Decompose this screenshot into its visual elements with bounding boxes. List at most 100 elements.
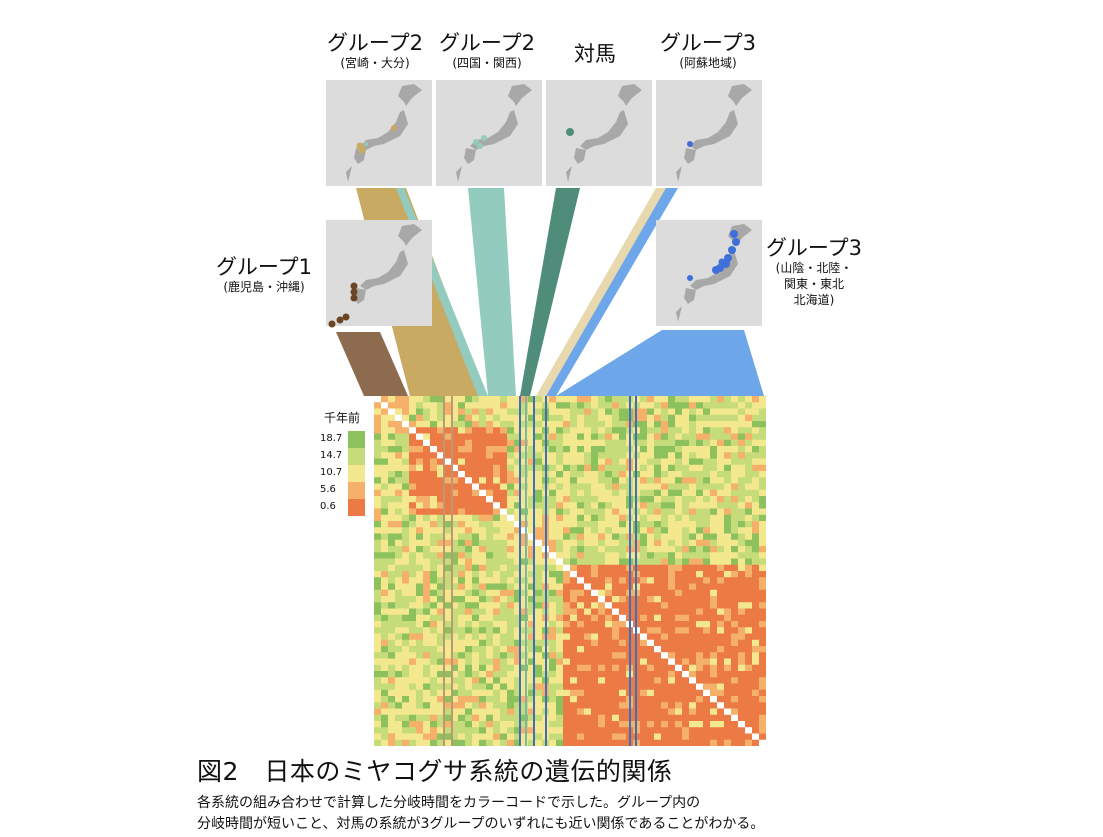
heatmap-cell xyxy=(745,614,753,622)
heatmap-cell xyxy=(647,421,655,428)
heatmap-cell xyxy=(395,696,403,703)
heatmap-cell xyxy=(514,483,522,491)
heatmap-cell xyxy=(563,414,571,422)
heatmap-cell xyxy=(619,446,627,453)
heatmap-cell xyxy=(731,633,739,641)
heatmap-cell xyxy=(444,533,452,541)
heatmap-cell xyxy=(598,658,606,666)
heatmap-cell xyxy=(689,708,697,716)
sample-dot xyxy=(336,316,344,324)
heatmap-cell xyxy=(591,739,599,746)
heatmap-cell xyxy=(493,621,501,628)
heatmap-cell xyxy=(395,421,403,428)
heatmap-cell xyxy=(465,414,473,422)
heatmap-cell xyxy=(402,633,410,641)
heatmap-cell xyxy=(661,714,669,722)
heatmap-cell xyxy=(605,658,613,666)
heatmap-cell xyxy=(374,414,382,422)
heatmap-cell xyxy=(577,571,585,578)
heatmap-cell xyxy=(556,446,564,453)
heatmap-cell xyxy=(374,621,382,628)
heatmap-cell xyxy=(584,421,592,428)
heatmap-cell xyxy=(500,646,508,653)
heatmap-cell xyxy=(703,721,711,728)
heatmap-cell xyxy=(444,721,452,728)
heatmap-cell xyxy=(437,733,445,741)
heatmap-cell xyxy=(430,446,438,453)
heatmap-cell xyxy=(402,571,410,578)
heatmap-cell xyxy=(647,402,655,409)
heatmap-cell xyxy=(703,621,711,628)
heatmap-cell xyxy=(745,639,753,647)
heatmap-cell xyxy=(619,439,627,447)
heatmap-cell xyxy=(395,677,403,684)
heatmap-cell xyxy=(437,527,445,534)
heatmap-cell xyxy=(696,646,704,653)
heatmap-cell xyxy=(675,696,683,703)
heatmap-cell xyxy=(577,708,585,716)
heatmap-cell xyxy=(528,433,536,441)
heatmap-cell xyxy=(472,402,480,409)
heatmap-cell xyxy=(717,683,725,691)
heatmap-cell xyxy=(514,602,522,609)
heatmap-cell xyxy=(409,421,417,428)
heatmap-cell xyxy=(717,733,725,741)
heatmap-cell xyxy=(675,639,683,647)
group-subtitle: (阿蘇地域) xyxy=(679,56,737,70)
heatmap-cell xyxy=(619,639,627,647)
heatmap-cell xyxy=(689,577,697,584)
heatmap-cell xyxy=(444,671,452,678)
heatmap-cell xyxy=(402,696,410,703)
heatmap-cell xyxy=(724,496,732,503)
heatmap-cell xyxy=(654,402,662,409)
heatmap-cell xyxy=(556,464,564,472)
heatmap-cell xyxy=(451,614,459,622)
heatmap-cell xyxy=(395,664,403,672)
heatmap-cell xyxy=(493,589,501,597)
heatmap-cell xyxy=(549,471,557,478)
heatmap-cell xyxy=(409,721,417,728)
heatmap-cell xyxy=(745,408,753,416)
heatmap-cell xyxy=(500,546,508,553)
heatmap-cell xyxy=(493,564,501,572)
heatmap-cell xyxy=(514,577,522,584)
heatmap-cell xyxy=(570,702,578,709)
heatmap-cell xyxy=(647,502,655,509)
heatmap-cell xyxy=(647,571,655,578)
heatmap-cell xyxy=(430,396,438,403)
heatmap-cell xyxy=(451,564,459,572)
heatmap-cell xyxy=(395,427,403,434)
heatmap-cell xyxy=(598,558,606,566)
heatmap-cell xyxy=(731,496,739,503)
heatmap-cell xyxy=(423,546,431,553)
heatmap-cell xyxy=(535,664,543,672)
heatmap-cell xyxy=(521,689,529,697)
heatmap-cell xyxy=(458,533,466,541)
heatmap-cell xyxy=(409,621,417,628)
heatmap-cell xyxy=(738,633,746,641)
heatmap-cell xyxy=(374,402,382,409)
heatmap-cell xyxy=(416,527,424,534)
heatmap-cell xyxy=(598,539,606,547)
heatmap-cell xyxy=(584,396,592,403)
heatmap-cell xyxy=(640,558,648,566)
heatmap-cell xyxy=(731,477,739,484)
heatmap-cell xyxy=(605,458,613,466)
heatmap-cell xyxy=(430,414,438,422)
heatmap-cell xyxy=(689,527,697,534)
sample-dot xyxy=(728,246,736,254)
heatmap-cell xyxy=(493,421,501,428)
heatmap-cell xyxy=(570,402,578,409)
heatmap-cell xyxy=(598,589,606,597)
heatmap-cell xyxy=(668,727,676,734)
heatmap-cell xyxy=(647,614,655,622)
heatmap-cell xyxy=(696,658,704,666)
heatmap-cell xyxy=(661,527,669,534)
heatmap-cell xyxy=(752,421,760,428)
heatmap-cell xyxy=(465,621,473,628)
heatmap-cell xyxy=(493,458,501,466)
heatmap-cell xyxy=(402,664,410,672)
heatmap-cell xyxy=(549,583,557,591)
heatmap-cell xyxy=(598,446,606,453)
heatmap-cell xyxy=(577,733,585,741)
